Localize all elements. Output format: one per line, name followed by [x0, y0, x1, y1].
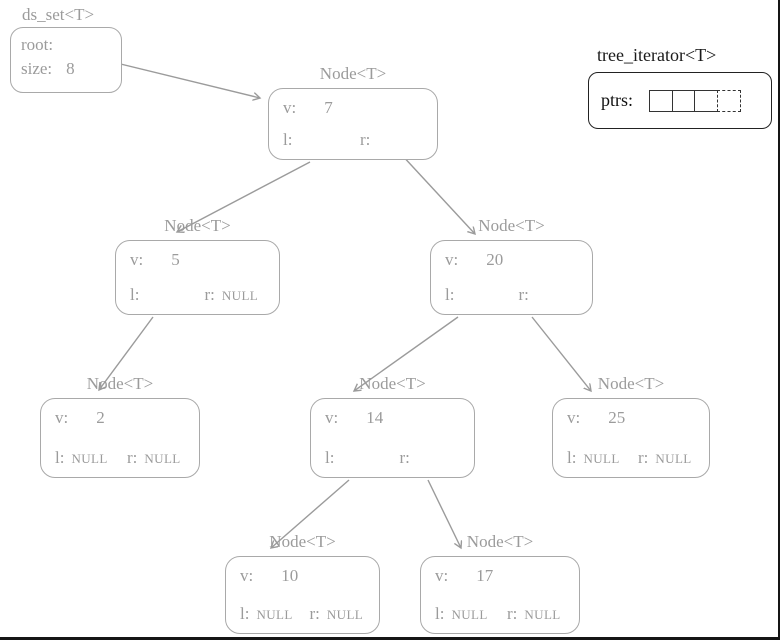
node-title: Node<T>: [164, 216, 231, 235]
node-value: 20: [486, 250, 504, 269]
v-label: v:: [55, 408, 69, 427]
l-label: l:: [55, 448, 65, 467]
node-value: 14: [366, 408, 384, 427]
ptr-cell: [671, 89, 696, 112]
node-box: v: 25 l: NULL r: NULL: [552, 398, 710, 478]
r-label: r:: [507, 604, 518, 623]
l-label: l:: [325, 448, 335, 467]
node-value: 5: [171, 250, 180, 269]
node-value: 25: [608, 408, 626, 427]
r-label: r:: [127, 448, 138, 467]
ptrs-label: ptrs:: [601, 90, 634, 110]
r-label: r:: [638, 448, 649, 467]
l-label: l:: [435, 604, 445, 623]
size-value: 8: [66, 59, 75, 78]
l-label: l:: [283, 130, 293, 149]
r-value: NULL: [326, 607, 364, 622]
node-5: Node<T> v: 5 l: r: NULL: [115, 216, 280, 315]
v-label: v:: [283, 98, 297, 117]
r-value: NULL: [524, 607, 561, 622]
r-label: r:: [309, 604, 320, 623]
node-value: 10: [281, 566, 299, 585]
node-14: Node<T> v: 14 l: r:: [310, 374, 475, 478]
l-value: NULL: [71, 451, 108, 466]
node-box: v: 10 l: NULL r: NULL: [225, 556, 380, 634]
node-title: Node<T>: [478, 216, 545, 235]
l-label: l:: [567, 448, 577, 467]
node-box: v: 2 l: NULL r: NULL: [40, 398, 200, 478]
node-title: Node<T>: [359, 374, 426, 393]
v-label: v:: [567, 408, 581, 427]
ptr-cell-dashed: [716, 89, 741, 112]
node-value: 17: [476, 566, 494, 585]
v-label: v:: [445, 250, 459, 269]
node-title: Node<T>: [319, 64, 387, 83]
r-label: r:: [360, 130, 371, 149]
node-box: v: 7 l: r:: [268, 88, 438, 160]
v-label: v:: [435, 566, 449, 585]
l-label: l:: [130, 285, 140, 304]
node-box: v: 14 l: r:: [310, 398, 475, 478]
l-value: NULL: [451, 607, 488, 622]
r-value: NULL: [221, 288, 259, 303]
l-value: NULL: [583, 451, 620, 466]
node-box: v: 5 l: r: NULL: [115, 240, 280, 315]
node-17: Node<T> v: 17 l: NULL r: NULL: [420, 532, 580, 634]
node-box: v: 17 l: NULL r: NULL: [420, 556, 580, 634]
node-value: 7: [324, 98, 333, 117]
node-7: Node<T> v: 7 l: r:: [268, 64, 438, 160]
r-label: r:: [204, 285, 215, 304]
node-box: v: 20 l: r:: [430, 240, 593, 315]
node-value: 2: [96, 408, 105, 427]
v-label: v:: [325, 408, 339, 427]
node-10: Node<T> v: 10 l: NULL r: NULL: [225, 532, 380, 634]
ds-set-title: ds_set<T>: [22, 5, 95, 24]
l-label: l:: [240, 604, 250, 623]
tree-iterator-box: ptrs:: [588, 72, 772, 129]
v-label: v:: [240, 566, 254, 585]
r-label: r:: [518, 285, 529, 304]
ptrs-cells: [649, 89, 741, 112]
node-20: Node<T> v: 20 l: r:: [430, 216, 593, 315]
node-title: Node<T>: [86, 374, 154, 393]
ds-set-box: root: size: 8: [10, 27, 122, 93]
r-value: NULL: [144, 451, 181, 466]
node-25: Node<T> v: 25 l: NULL r: NULL: [552, 374, 710, 478]
size-label: size:: [21, 59, 53, 78]
r-label: r:: [399, 448, 410, 467]
ptr-cell: [694, 89, 719, 112]
node-2: Node<T> v: 2 l: NULL r: NULL: [40, 374, 200, 478]
ptr-cell: [649, 89, 674, 112]
l-label: l:: [445, 285, 455, 304]
root-label: root:: [21, 35, 54, 54]
l-value: NULL: [256, 607, 293, 622]
v-label: v:: [130, 250, 144, 269]
node-title: Node<T>: [466, 532, 534, 551]
node-title: Node<T>: [597, 374, 665, 393]
node-title: Node<T>: [269, 532, 336, 551]
tree-iterator-title: tree_iterator<T>: [597, 45, 717, 65]
r-value: NULL: [655, 451, 692, 466]
